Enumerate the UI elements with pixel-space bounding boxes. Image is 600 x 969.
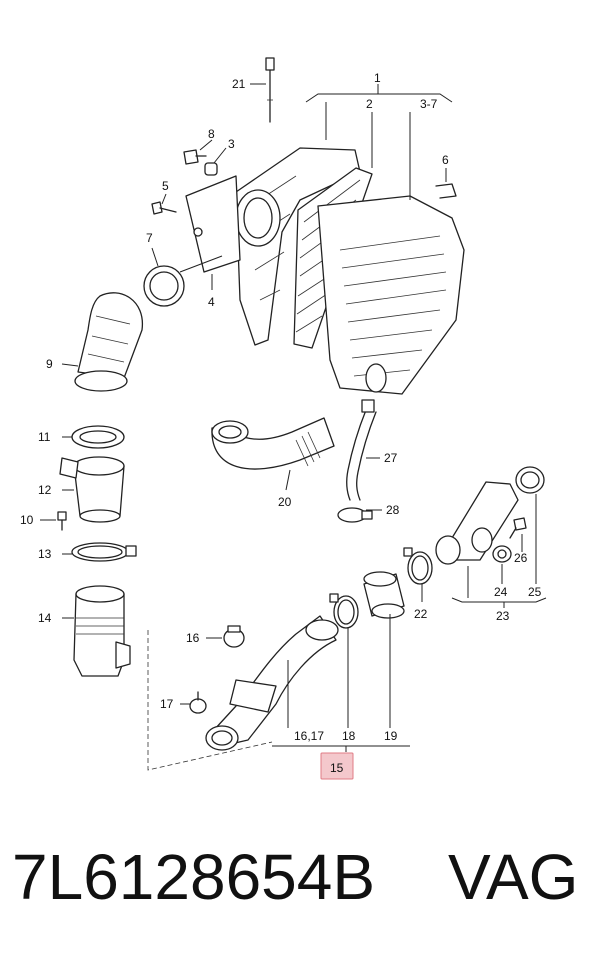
callout-19: 19	[384, 729, 398, 743]
callout-24: 24	[494, 585, 508, 599]
callout-10: 10	[20, 513, 34, 527]
callout-4: 4	[208, 295, 215, 309]
callout-13: 13	[38, 547, 52, 561]
callout-27: 27	[384, 451, 398, 465]
hose-27-and-clamp-28	[337, 399, 377, 523]
fasteners	[57, 149, 218, 531]
callout-28: 28	[386, 503, 400, 517]
callout-16: 16	[186, 631, 200, 645]
callout-22: 22	[414, 607, 428, 621]
callout-1: 1	[374, 71, 381, 85]
callout-3: 3	[228, 137, 235, 151]
callout-11: 11	[38, 430, 51, 444]
callout-9: 9	[46, 357, 53, 371]
callout-3-7: 3-7	[420, 97, 438, 111]
callout-15: 15	[330, 761, 344, 775]
callout-5: 5	[162, 179, 169, 193]
brand-label: VAG	[448, 841, 579, 913]
shaped-hose-20	[211, 417, 335, 470]
callout-2: 2	[366, 97, 373, 111]
exploded-parts-diagram: 1 2 3-7 21 8 3 6 5 7 4 9 27 11 12 20 28 …	[20, 57, 547, 780]
right-pipe-assembly	[329, 466, 545, 629]
part-number: 7L6128654B	[12, 841, 376, 913]
highlight-box-15	[320, 752, 354, 780]
callout-25: 25	[528, 585, 542, 599]
bolt-21	[265, 57, 275, 123]
callout-20: 20	[278, 495, 292, 509]
callout-16-17: 16,17	[294, 729, 324, 743]
callout-26: 26	[514, 551, 528, 565]
callout-12: 12	[38, 483, 52, 497]
air-filter-housing-assembly	[185, 147, 465, 395]
left-column-parts	[59, 265, 273, 771]
callout-14: 14	[38, 611, 52, 625]
callout-6: 6	[442, 153, 449, 167]
callout-21: 21	[232, 77, 246, 91]
callout-18: 18	[342, 729, 356, 743]
leader-lines	[40, 83, 547, 752]
callout-8: 8	[208, 127, 215, 141]
intake-pipe-15	[189, 615, 339, 751]
callout-17: 17	[160, 697, 174, 711]
callout-23: 23	[496, 609, 510, 623]
footer: 7L6128654B VAG	[0, 840, 600, 940]
callout-labels: 1 2 3-7 21 8 3 6 5 7 4 9 27 11 12 20 28 …	[20, 71, 542, 775]
callout-7: 7	[146, 231, 153, 245]
